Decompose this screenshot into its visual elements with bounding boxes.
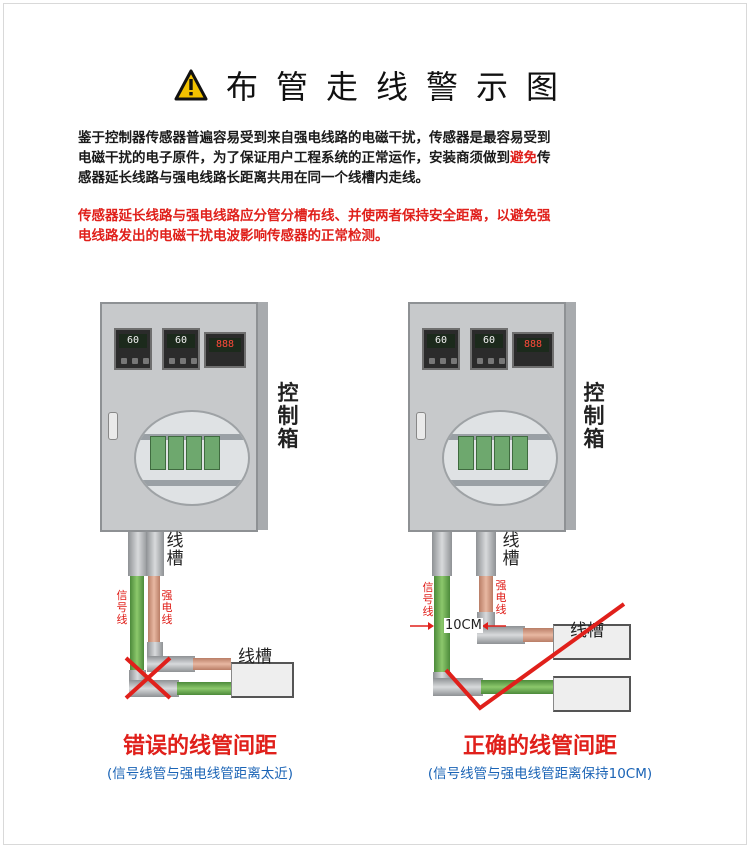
check-icon [444,602,626,711]
digital-display-meter: 888 [204,332,246,368]
power-wire-label: 强电线 [495,579,507,616]
signal-pipe [481,680,553,694]
warning-line-2: 电线路发出的电磁干扰电波影响传感器的正常检测。 [78,228,389,244]
signal-pipe [177,682,231,695]
cabinet-side [564,302,576,530]
power-pipe [479,576,493,616]
cabinet-side [256,302,268,530]
cross-icon [124,656,172,700]
cabinet-window [442,410,558,506]
pipe-elbow [477,626,525,644]
pipe-sleeve [476,532,496,576]
pipe-sleeve [128,532,148,576]
pipe-sleeve [146,532,164,576]
relay-module [476,436,492,470]
wrong-caption: 错误的线管间距 [122,734,277,759]
cabinet-window [134,410,250,506]
relay-module [186,436,202,470]
correct-subcaption: (信号线管与强电线管距离保持10CM) [427,766,653,782]
warning-line-1: 传感器延长线路与强电线路应分管分槽布线、并使两者保持安全距离，以避免强 [78,208,551,224]
relay-module [458,436,474,470]
signal-pipe [434,576,450,674]
temperature-controller: 60 [422,328,460,370]
pipe-elbow [433,678,483,696]
relay-module [204,436,220,470]
intro-paragraph: 鉴于控制器传感器普遍容易受到来自强电线路的电磁干扰，传感器是最容易受到 电磁干扰… [78,128,678,188]
pipe-sleeve [432,532,452,576]
signal-wire-label: 信号线 [422,581,434,618]
duct-label-top: 线 槽 [502,531,520,569]
intro-line-2: 电磁干扰的电子原件，为了保证用户工程系统的正常运作，安装商须做到避免传 [78,150,551,166]
intro-line-1: 鉴于控制器传感器普遍容易受到来自强电线路的电磁干扰，传感器是最容易受到 [78,130,551,146]
page-header: 布管走线警示图 [0,60,750,110]
wrong-subcaption: (信号线管与强电线管距离太近) [106,766,294,782]
temperature-controller: 60 [162,328,200,370]
power-pipe [193,658,231,670]
cabinet-handle [108,412,118,440]
correct-spacing-scene: 60 60 888 控 制 箱 线 槽 线槽 信号线 [356,300,696,720]
intro-highlight: 避免 [510,150,537,166]
page-title: 布管走线警示图 [225,68,576,106]
cabinet-handle [416,412,426,440]
cabinet-label: 控 制 箱 [277,381,299,451]
cable-trough [231,662,294,698]
distance-label: 10CM [444,618,483,633]
power-pipe [148,576,160,642]
power-wire-label: 强电线 [161,589,173,626]
wrong-spacing-scene: 60 60 888 控 制 箱 线 槽 线槽 信号线 强 [48,300,388,720]
relay-module [494,436,510,470]
temperature-controller: 60 [114,328,152,370]
relay-module [150,436,166,470]
cable-trough [553,676,631,712]
intro-line-3: 感器延长线路与强电线路长距离共用在同一个线槽内走线。 [78,170,429,186]
relay-module [168,436,184,470]
digital-display-meter: 888 [512,332,554,368]
power-pipe [523,628,553,642]
warning-paragraph: 传感器延长线路与强电线路应分管分槽布线、并使两者保持安全距离，以避免强 电线路发… [78,206,678,246]
warning-triangle-icon [174,69,208,101]
signal-wire-label: 信号线 [116,589,128,626]
distance-arrows-icon [410,622,506,630]
relay-module [512,436,528,470]
correct-caption: 正确的线管间距 [462,734,617,759]
duct-label-top: 线 槽 [166,531,184,569]
cabinet-label: 控 制 箱 [583,381,605,451]
temperature-controller: 60 [470,328,508,370]
duct-label-side: 线槽 [238,647,272,667]
